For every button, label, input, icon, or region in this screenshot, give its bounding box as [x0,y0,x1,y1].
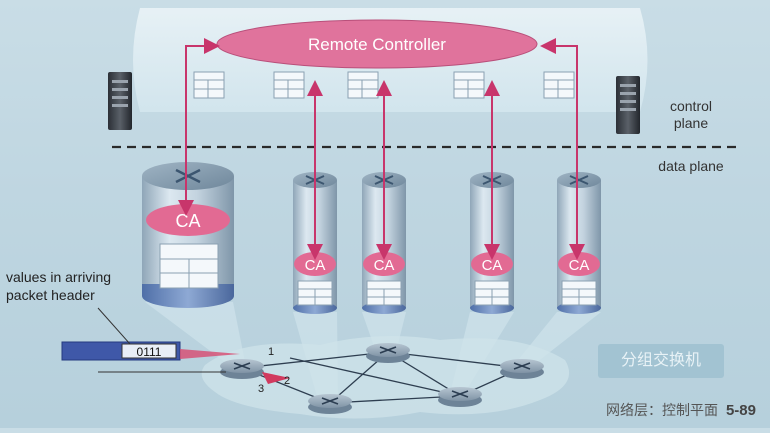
packet-header-caption: values in arriving packet header [6,269,112,303]
page-number: 5-89 [725,402,756,419]
link-number: 2 [284,375,290,387]
slide-footer: 网络层：控制平面 5-89 [606,400,756,420]
ca-node [294,252,336,276]
remote-controller-label: Remote Controller [308,35,446,54]
flow-table-icon [474,280,510,306]
server-icon [616,76,640,134]
link-number: 3 [258,383,264,395]
packet-switch-label: 分组交换机 [598,344,724,378]
flow-table-icon [297,280,333,306]
arrow [178,38,220,216]
packet-header-field [121,343,177,359]
flow-table-icon [347,71,379,99]
network-routers [220,343,544,414]
flow-table-icon [561,280,597,306]
flow-table-icon [193,71,225,99]
data-plane-label: data plane [658,158,724,174]
flow-table-icon [159,243,219,289]
ca-label: CA [305,257,326,274]
ca-label: CA [569,257,590,274]
control-plane-label: control plane [669,98,713,131]
router-icon [220,359,264,379]
flow-table-icon [453,71,485,99]
forward-arrow [262,372,290,384]
router-small: CA [557,172,601,314]
packet-header-value: 0111 [137,345,162,359]
flow-table-icon [543,71,575,99]
router-icon [438,387,482,407]
router-icon [500,359,544,379]
arrow [540,38,585,260]
packet: 0111 [61,307,290,384]
callout-line [97,307,131,345]
ca-node [363,252,405,276]
packet-arrival-arrow [180,349,240,359]
flow-table-icon [273,71,305,99]
ca-label: CA [374,257,395,274]
flow-table-icon [366,280,402,306]
link-number: 1 [268,346,274,358]
router-icon [366,343,410,363]
ca-label: CA [482,257,503,274]
footer-title: 网络层：控制平面 [605,402,718,418]
control-arrows [178,38,585,260]
router-icon [308,394,352,414]
ca-node [471,252,513,276]
ca-label: CA [175,211,200,231]
server-icon [108,72,132,130]
